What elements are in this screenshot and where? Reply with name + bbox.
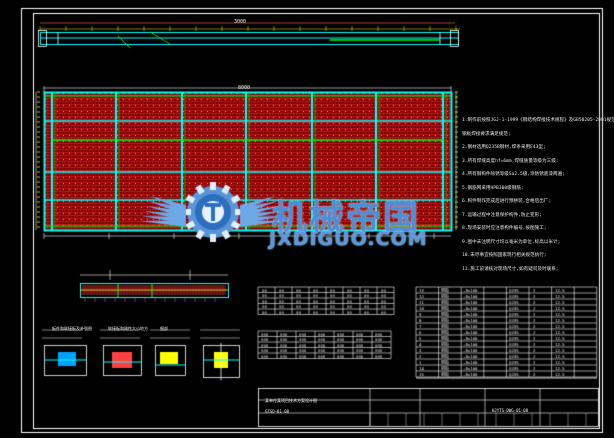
detail-a-label: 板件和联接板及补强图 — [52, 326, 92, 331]
note-line: 8.现场安装时应注意构件编号,按图施工; — [462, 226, 547, 231]
note-line: 10.未尽事宜按照国家现行相关规范执行; — [462, 253, 547, 258]
plan-dimension: 8000 — [238, 85, 251, 91]
note-line: 3.所有焊缝高度hf=6mm,焊缝质量等级为三级; — [462, 158, 559, 164]
watermark-subtitle: JXDIGUO.COM — [269, 228, 428, 250]
note-line: 5.钢筋网采用HPB300级钢筋; — [462, 185, 524, 191]
top-dimension: 3000 — [234, 19, 247, 25]
detail-c-label: 细部 — [160, 326, 168, 331]
watermark-title: 机械帝国 — [272, 199, 421, 239]
note-line: 7.运输过程中注意保护构件,防止变形; — [462, 212, 542, 218]
note-line: 钢板焊接要求满足规范; — [462, 131, 511, 137]
drawing-number: HJYTS-DWG-01-08 — [492, 408, 529, 413]
note-line: 2.钢材选用Q235B钢材,焊条采用E43型; — [462, 145, 546, 150]
title-block-code: GTSD-01-08 — [265, 409, 290, 414]
note-line: 6.构件制作完成后进行预拼装,合格后出厂; — [462, 199, 552, 204]
note-line: 9.图中未注明尺寸均以毫米为单位,标高以米计; — [462, 239, 561, 245]
title-block-name: 某单位某项目技术方案设计图 — [265, 398, 317, 403]
detail-b-label: 联接板和刚性大小地方 — [108, 326, 148, 331]
note-line: 11.施工前请核对现场尺寸,如有疑问及时联系; — [462, 266, 559, 272]
note-line: 1.制作前按照JGJ-1-1999《钢结构焊接技术规程》及GB50205-200… — [462, 118, 614, 123]
note-line: 4.所有钢构件除锈等级Sa2.5级,涂防锈底漆两遍; — [462, 172, 565, 177]
